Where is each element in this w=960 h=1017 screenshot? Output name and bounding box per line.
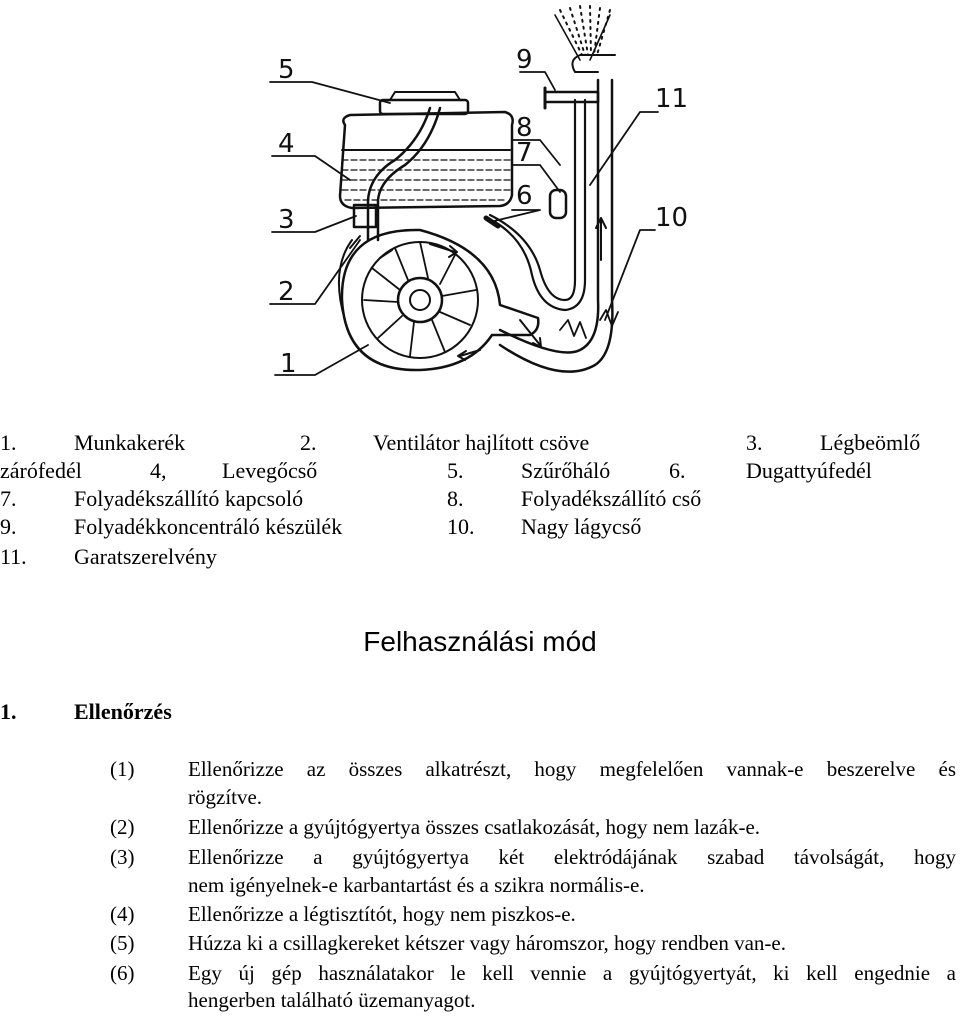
- legend-num: 11.: [0, 544, 27, 569]
- legend-num: 2.: [300, 430, 317, 455]
- legend-text: Ventilátor hajlított csöve: [373, 430, 590, 455]
- label-11: 11: [655, 84, 688, 114]
- fan-housing: [337, 228, 540, 372]
- sprayer-diagram: 5 4 3 2 1 9 8 7 6 11 10: [269, 5, 688, 379]
- legend-num: 10.: [447, 514, 475, 539]
- air-pipe: [352, 106, 442, 242]
- legend-text: Szűrőháló: [521, 458, 611, 483]
- page-title: Felhasználási mód: [363, 626, 597, 657]
- label-8: 8: [516, 113, 533, 143]
- label-10: 10: [655, 203, 688, 233]
- leader-lines: [269, 71, 659, 376]
- item-number: (5): [110, 931, 135, 955]
- label-9: 9: [516, 45, 533, 75]
- liquid-tank: [338, 91, 514, 210]
- item-number: (2): [110, 815, 135, 839]
- item-number: (6): [110, 961, 135, 985]
- item-text: Ellenőrizze a gyújtógyertya összes csatl…: [188, 815, 761, 839]
- legend-text: Nagy lágycső: [521, 514, 642, 539]
- section-title: Ellenőrzés: [74, 699, 172, 724]
- legend-text: Garatszerelvény: [74, 544, 217, 569]
- legend-num: 6.: [669, 458, 686, 483]
- legend-num: 4,: [150, 458, 167, 483]
- label-4: 4: [278, 129, 295, 159]
- item-text: Egy új gép használatakor le kell vennie …: [188, 961, 956, 985]
- item-text: Ellenőrizze a gyújtógyertya két elektród…: [188, 845, 956, 869]
- item-text: Ellenőrizze az összes alkatrészt, hogy m…: [188, 757, 956, 781]
- item-text: Ellenőrizze a légtisztítót, hogy nem pis…: [188, 902, 576, 926]
- legend-num: 3.: [746, 430, 763, 455]
- label-6: 6: [516, 181, 533, 211]
- section-number: 1.: [0, 699, 17, 724]
- item-text: hengerben található üzemanyagot.: [188, 988, 476, 1012]
- legend-num: 7.: [0, 486, 17, 511]
- label-5: 5: [278, 55, 295, 85]
- legend-num: 5.: [447, 458, 464, 483]
- item-number: (3): [110, 845, 135, 869]
- legend-line-4: 9. Folyadékkoncentráló készülék 10. Nagy…: [0, 512, 960, 542]
- legend-text: zárófedél: [0, 458, 82, 483]
- legend-text: Légbeömlő: [820, 430, 921, 455]
- discharge-hose: [379, 78, 619, 373]
- legend-text: Folyadékszállító kapcsoló: [74, 486, 304, 511]
- label-7: 7: [516, 138, 533, 168]
- label-2: 2: [278, 277, 295, 307]
- legend-line-2: zárófedél 4, Levegőcső 5. Szűrőháló 6. D…: [0, 456, 960, 486]
- legend-text: Dugattyúfedél: [746, 458, 872, 483]
- item-text: rögzítve.: [188, 785, 263, 809]
- legend-text: Munkakerék: [74, 430, 186, 455]
- legend-text: Levegőcső: [222, 458, 318, 483]
- label-3: 3: [278, 205, 295, 235]
- item-text: nem igényelnek-e karbantartást és a szik…: [188, 873, 645, 897]
- legend-num: 1.: [0, 430, 17, 455]
- item-text: Húzza ki a csillagkereket kétszer vagy h…: [188, 931, 786, 955]
- legend-line-1: 1. Munkakerék 2. Ventilátor hajlított cs…: [0, 428, 960, 458]
- legend-num: 9.: [0, 514, 17, 539]
- nozzle-spray: [543, 5, 616, 110]
- legend-line-3: 7. Folyadékszállító kapcsoló 8. Folyadék…: [0, 484, 960, 514]
- legend-line-5: 11. Garatszerelvény: [0, 542, 960, 572]
- item-number: (4): [110, 902, 135, 926]
- legend-text: Folyadékszállító cső: [521, 486, 702, 511]
- item-number: (1): [110, 757, 135, 781]
- legend-text: Folyadékkoncentráló készülék: [74, 514, 343, 539]
- legend-num: 8.: [447, 486, 464, 511]
- label-1: 1: [280, 349, 297, 379]
